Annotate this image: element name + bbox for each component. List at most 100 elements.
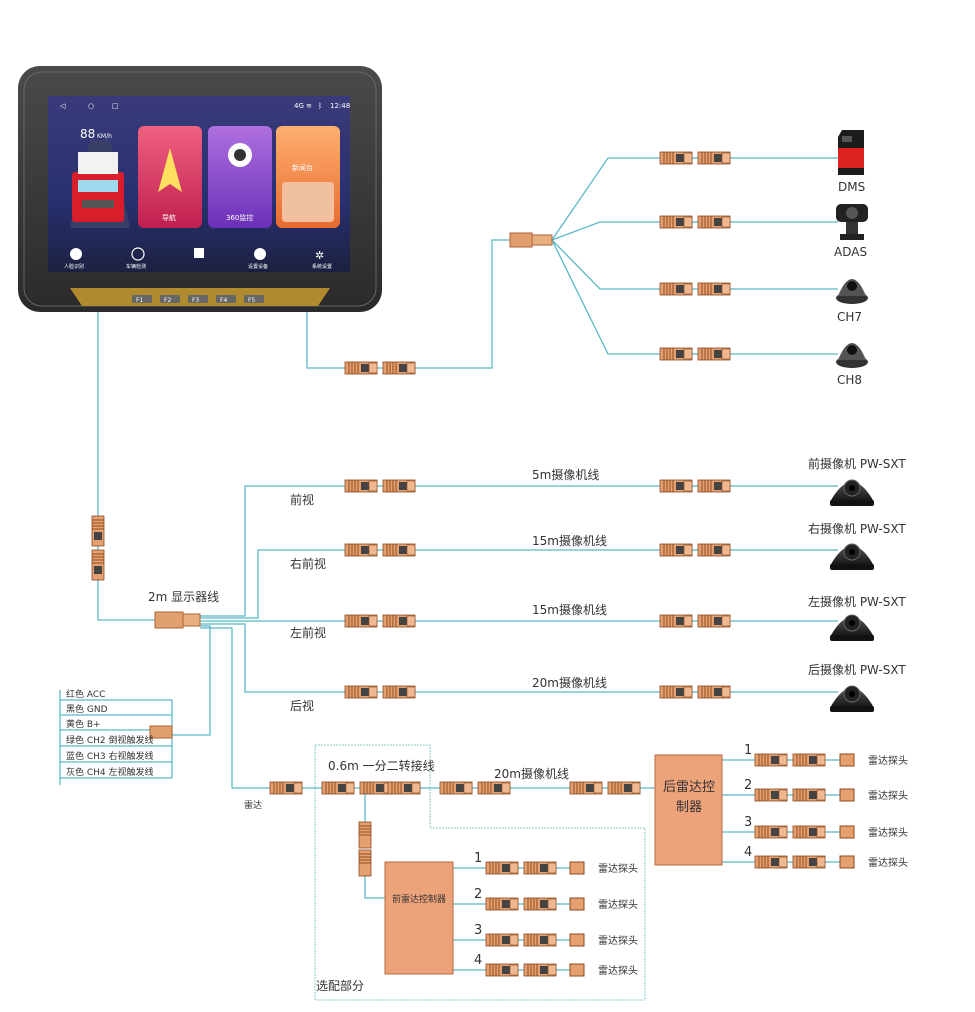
ch7-camera — [836, 279, 868, 304]
front-probe-number-3: 3 — [474, 923, 482, 938]
rear-probe-1 — [839, 753, 855, 767]
dms-camera — [838, 130, 864, 175]
speed-value: 88 — [80, 127, 95, 141]
rear-probe-label-2: 雷达探头 — [868, 789, 908, 802]
splitter-cable-label: 0.6m 一分二转接线 — [328, 758, 435, 773]
top-connector-2-a — [659, 215, 693, 229]
back-icon: ◁ — [60, 102, 66, 110]
main-splitter — [154, 611, 201, 629]
camera-label-left: 左摄像机 PW-SXT — [808, 594, 906, 609]
ch8-label: CH8 — [837, 373, 862, 387]
display-cable-label: 2m 显示器线 — [148, 590, 219, 604]
dome-camera-4 — [830, 685, 874, 712]
camera-label-right: 右摄像机 PW-SXT — [808, 521, 906, 536]
monitor-left-vertical-connector — [91, 515, 105, 581]
bottom-icon-label-4: 设置设备 — [248, 263, 268, 270]
front-probe-label-2: 雷达探头 — [598, 898, 638, 911]
camera-label-front: 前摄像机 PW-SXT — [808, 456, 906, 471]
cable-label-rear: 20m摄像机线 — [532, 675, 607, 690]
radar-cable-connector-far-b — [607, 781, 641, 795]
view-label-left-front: 左前视 — [290, 625, 326, 640]
rear-probe-4 — [839, 855, 855, 869]
optional-section-border — [314, 744, 646, 1001]
bluetooth-icon: ᛒ — [318, 102, 322, 110]
fkey-5 — [244, 295, 264, 303]
speed-unit: KM/h — [97, 133, 112, 140]
front-probe-connector-3-a — [485, 933, 519, 947]
radar-connector — [269, 781, 303, 795]
network-label: 4G — [294, 102, 304, 110]
ch7-label: CH7 — [837, 310, 862, 324]
rear-probe-connector-3-b — [792, 825, 826, 839]
view-label-front: 前视 — [290, 492, 314, 507]
ch8-camera — [836, 343, 868, 368]
rear-radar-controller — [654, 754, 723, 866]
wire-ch3: 蓝色 CH3 右视触发线 — [66, 750, 154, 762]
wire-gnd: 黑色 GND — [66, 703, 108, 715]
dome-camera-2 — [830, 543, 874, 570]
fkey-3 — [188, 295, 208, 303]
home-icon: ○ — [88, 102, 94, 110]
settings-gear-icon: ✲ — [315, 249, 324, 262]
cable-label-front: 5m摄像机线 — [532, 467, 599, 482]
front-probe-label-1: 雷达探头 — [598, 862, 638, 875]
optional-section-label: 选配部分 — [316, 978, 364, 993]
view-label-rear: 后视 — [290, 698, 314, 713]
front-radar-vertical-connector — [358, 821, 372, 877]
rear-probe-connector-4-a — [754, 855, 788, 869]
radar-cable-label: 20m摄像机线 — [494, 766, 569, 781]
rear-radar-controller-label: 后雷达控制器 — [662, 780, 715, 815]
rear-probe-connector-4-b — [792, 855, 826, 869]
tile-360-label: 360监控 — [226, 213, 253, 222]
channel-far-connector-4-b — [697, 685, 731, 699]
radar-cable-connector-far-a — [569, 781, 603, 795]
truck-icon — [70, 140, 130, 228]
dome-cameras — [830, 479, 874, 712]
cable-label-right-front: 15m摄像机线 — [532, 533, 607, 548]
channel-far-connector-2-a — [659, 543, 693, 557]
radar-label: 雷达 — [244, 799, 262, 811]
connectors — [91, 151, 826, 977]
rear-probe-label-1: 雷达探头 — [868, 754, 908, 767]
front-probe-connector-4-a — [485, 963, 519, 977]
front-radar-controller — [384, 861, 454, 975]
front-probe-label-3: 雷达探头 — [598, 934, 638, 947]
wifi-icon: ≋ — [306, 102, 312, 110]
wire-ch2: 绿色 CH2 倒视触发线 — [66, 734, 154, 746]
rear-probe-connector-2-b — [792, 788, 826, 802]
front-probe-connector-2-b — [523, 897, 557, 911]
bottom-icon-row: 人脸识别 车辆检测 设置设备 ✲ 系统设置 — [64, 247, 332, 270]
bottom-icon-label-1: 人脸识别 — [64, 263, 84, 270]
top-connector-4-a — [659, 347, 693, 361]
touch-hand-icon — [282, 182, 334, 222]
front-probe-connector-2-a — [485, 897, 519, 911]
front-probe-4 — [569, 963, 585, 977]
fkey-label-1: F1 — [136, 297, 143, 304]
channel-far-connector-3-b — [697, 614, 731, 628]
radar-cable-connector-near-b — [477, 781, 511, 795]
wire-b-plus: 黄色 B+ — [66, 718, 101, 730]
top-connector-1-b — [697, 151, 731, 165]
camera-label-rear: 后摄像机 PW-SXT — [808, 662, 906, 677]
front-probe-connector-3-b — [523, 933, 557, 947]
tile-news-label: 新闻台 — [292, 163, 313, 172]
clock-label: 12:48 — [330, 102, 350, 110]
recents-icon: □ — [112, 102, 119, 110]
channel-far-connector-4-a — [659, 685, 693, 699]
channel-near-connector-2-b — [382, 543, 416, 557]
splitter-connector-left-b — [359, 781, 393, 795]
rear-probe-number-4: 4 — [744, 845, 752, 860]
channel-near-connector-4-b — [382, 685, 416, 699]
wire-ch4: 灰色 CH4 左视触发线 — [66, 766, 154, 778]
fkey-label-2: F2 — [164, 297, 171, 304]
fkey-label-4: F4 — [220, 297, 227, 304]
top-connector-1-a — [659, 151, 693, 165]
channel-far-connector-1-b — [697, 479, 731, 493]
tile-360 — [208, 126, 272, 228]
fkey-1 — [132, 295, 152, 303]
rear-probe-label-3: 雷达探头 — [868, 826, 908, 839]
bottom-icon-label-2: 车辆检测 — [126, 263, 146, 270]
tile-navigation-label: 导航 — [162, 213, 176, 222]
